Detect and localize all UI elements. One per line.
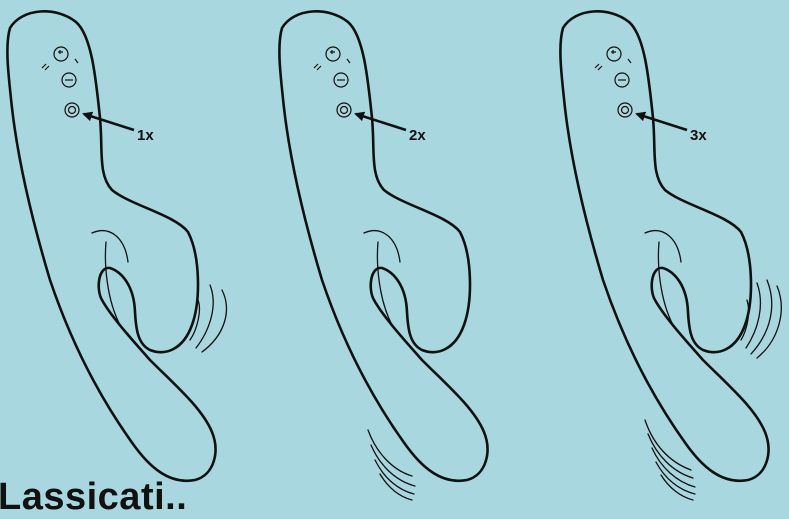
power-button-icon (337, 103, 351, 117)
plus-button-icon (607, 47, 621, 61)
press-count-label: 3x (690, 127, 707, 144)
left-indicator-icon (314, 64, 321, 70)
arm-crease (105, 242, 120, 325)
plus-button-icon (54, 47, 68, 61)
caption-heading-partial: Lassicati.. (0, 476, 187, 519)
device-body-outline (7, 11, 215, 480)
device-panel-3: 3x (560, 11, 781, 500)
press-arrow (637, 114, 687, 130)
press-count-label: 2x (409, 127, 426, 144)
right-indicator-icon (347, 59, 350, 63)
arm-vibration-arcs (190, 285, 226, 352)
press-count-label: 1x (137, 127, 154, 144)
plus-button-icon (326, 47, 340, 61)
power-glyph-icon (341, 107, 348, 114)
arm-crease (658, 242, 673, 325)
arm-crease (377, 242, 392, 325)
arm-inner-contour (364, 231, 400, 262)
device-body-outline (560, 11, 768, 480)
arm-inner-contour (645, 231, 681, 262)
left-indicator-icon (595, 64, 602, 70)
tip-vibration-arcs (368, 430, 415, 500)
right-indicator-icon (628, 59, 631, 63)
press-arrow (84, 114, 134, 130)
left-indicator-icon (42, 64, 49, 70)
arm-inner-contour (92, 231, 128, 262)
power-glyph-icon (622, 107, 629, 114)
press-arrow (356, 114, 406, 130)
power-button-icon (65, 103, 79, 117)
device-panel-2: 2x (279, 11, 487, 500)
control-buttons (595, 47, 632, 117)
control-buttons (314, 47, 351, 117)
plus-glyph-icon (611, 50, 616, 54)
plus-glyph-icon (330, 50, 335, 54)
tip-vibration-arcs (645, 420, 695, 500)
power-button-icon (618, 103, 632, 117)
device-panel-1: 1x (7, 11, 226, 480)
control-buttons (42, 47, 79, 117)
device-body-outline (279, 11, 487, 480)
plus-glyph-icon (58, 50, 63, 54)
power-glyph-icon (69, 107, 76, 114)
right-indicator-icon (75, 59, 78, 63)
